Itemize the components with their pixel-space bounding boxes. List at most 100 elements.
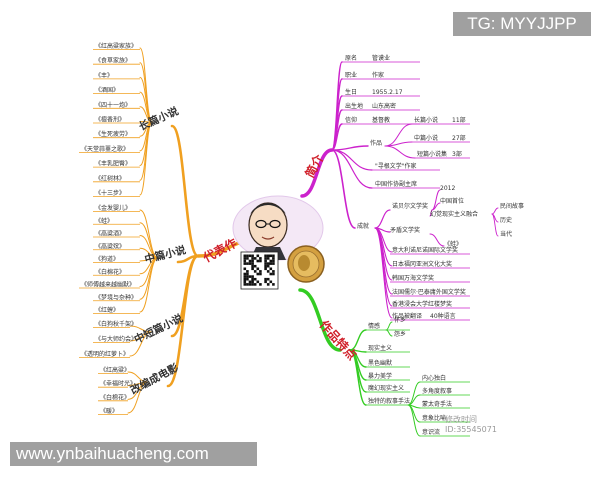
qr-cell [269,259,273,263]
nobel-reason-item: 当代 [500,230,512,238]
info-value: 作家 [372,71,384,79]
qr-cell [251,283,254,286]
left-leaf-item: 《红高粱家族》 [95,42,137,50]
emotion-item: 怨乡 [394,330,406,338]
qr-cell [248,254,252,258]
channel-tag-overlay: TG: MYYJJPP [453,12,591,36]
qr-cell [259,259,262,263]
narrative-item: 内心独白 [422,374,446,382]
award-item: 日本福冈亚洲文化大奖 [392,260,452,268]
nobel-year: 2012 [440,185,455,192]
qr-cell [251,277,254,281]
works-item-value: 3部 [452,150,462,158]
right-bottom-main-connector [298,288,342,352]
qr-cell [246,283,249,286]
qr-cell [269,267,273,271]
maodun-work-connector [429,233,445,247]
info-label: 生日 [345,88,357,96]
left-leaf-item: 《蛙》 [95,217,113,225]
left-leaf-item: 《高粱酒》 [95,230,125,238]
qr-cell [246,262,249,265]
qr-cell [243,259,247,263]
misc-connector [331,149,373,189]
award-connector [374,227,393,295]
award-item: 韩国万海文学奖 [392,274,434,282]
left-leaf-item: 《透明的红萝卜》 [81,350,129,358]
left-leaf-item: 《食草家族》 [95,57,131,65]
qr-cell [248,262,252,265]
qr-cell [259,272,262,276]
qr-cell [251,264,254,268]
qr-cell [248,275,252,278]
nobel-reason-item: 民间故事 [500,202,524,210]
qr-cell [269,272,273,276]
qr-cell [264,257,267,260]
translation-label: 作品被翻译 [392,312,422,320]
maodun-work: 《蛙》 [444,240,462,248]
group-connector-0 [170,124,200,258]
qr-cell [246,254,249,258]
awards-connector [331,149,356,229]
left-leaf-item: 《幸福时光》 [100,380,136,388]
emotion-item: 怀乡 [394,316,406,324]
works-connector [331,145,369,151]
qr-cell [256,280,260,284]
qr-code [240,251,279,290]
works-item-value: 27部 [452,134,466,142]
translation-value: 40种语言 [430,312,456,320]
left-leaf-item: 《白棉花》 [95,268,125,276]
left-leaf-item: 《红高粱》 [100,366,130,374]
qr-cell [248,283,252,286]
left-leaf-item: 《酒国》 [95,86,119,94]
left-leaf-item: 《师傅越来越幽默》 [81,281,135,289]
qr-cell [259,257,262,260]
nobel-first-connector [431,202,441,211]
feature-label: 魔幻现实主义 [368,384,404,392]
feature-label: 暴力美学 [368,372,392,380]
qr-cell [272,259,275,263]
portrait-caricature [248,202,288,260]
nobel-medal [287,245,325,283]
qr-cell [272,270,275,273]
connector-lines [79,47,499,437]
qr-cell [264,280,267,284]
works-item-connector [384,145,416,159]
qr-cell [243,254,247,258]
awards-label: 成就 [357,222,369,230]
award-item: 香港浸会大学红楼梦奖 [392,300,452,308]
narrative-item: 意识流 [422,428,440,436]
qr-cell [243,257,247,260]
qr-cell [243,283,247,286]
reason-connector [491,213,499,237]
qr-cell [253,257,257,260]
award-item: 意大利诺尼诺国际文学奖 [392,246,458,254]
qr-cell [251,275,254,278]
qr-cell [272,257,275,260]
qr-cell [243,280,247,284]
feature-label: 现实主义 [368,344,392,352]
left-main-label: 代表作 [200,235,240,266]
feature-connector [349,349,367,406]
qr-cell [272,254,275,258]
left-leaf-item: 《白棉花》 [100,393,130,401]
left-leaf-item: 《金发婴儿》 [95,204,131,212]
qr-cell [264,259,267,263]
qr-cell [253,264,257,268]
qr-cell [272,283,275,286]
qr-cell [272,262,275,265]
group-connector-3 [166,254,200,388]
translation-connector [374,227,393,319]
qr-cell [246,277,249,281]
info-value: 1955.2.17 [372,89,403,96]
left-leaf-item: 《红树林》 [95,174,125,182]
left-leaf-item: 《生死疲劳》 [95,130,131,138]
works-label: 作品 [370,139,382,147]
qr-cell [253,270,257,273]
narrative-item: 多角度叙事 [422,387,452,395]
misc-item: "寻根文学"作家 [375,162,417,170]
nobel-first: 中国首位 [440,197,464,205]
left-leaf-item: 《四十一炮》 [95,101,131,109]
info-label: 信仰 [345,116,357,124]
